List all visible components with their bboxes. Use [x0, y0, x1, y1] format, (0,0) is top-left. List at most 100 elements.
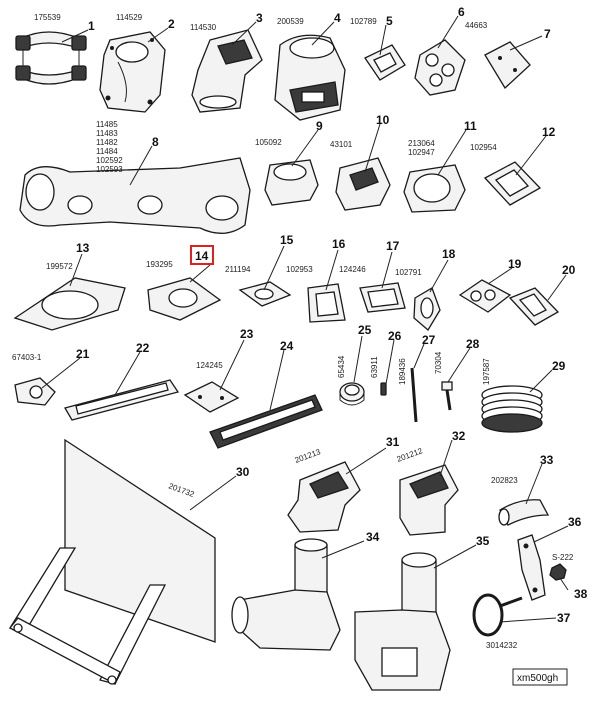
callout-3: 3: [256, 11, 263, 25]
part-number-11-line-1: 213064: [408, 139, 435, 148]
part-27-stud-drawing: [410, 367, 418, 423]
part-22-gasket-drawing: [64, 379, 180, 421]
part-number-36: S-222: [552, 553, 574, 562]
callout-27: 27: [422, 333, 436, 347]
part-3-elbow-drawing: [191, 29, 263, 113]
callout-28: 28: [466, 337, 480, 351]
callout-23: 23: [240, 327, 254, 341]
part-30-shield-drawing: [8, 438, 216, 685]
part-21-flange-drawing: [14, 377, 56, 406]
callout-32: 32: [452, 429, 466, 443]
part-38-nut-drawing: [549, 563, 567, 581]
part-number-15: 211194: [225, 265, 251, 274]
callout-33: 33: [540, 453, 554, 467]
part-number-8-line-4: 11484: [96, 147, 118, 156]
highlight-box-14: [190, 245, 214, 265]
part-number-14: 193295: [146, 260, 173, 269]
part-20-plate-drawing: [508, 287, 560, 326]
part-25-ring-drawing: [339, 382, 365, 406]
part-number-3: 114530: [190, 23, 217, 32]
callout-12: 12: [542, 125, 556, 139]
part-number-4: 200539: [277, 17, 304, 26]
callout-25: 25: [358, 323, 372, 337]
callout-22: 22: [136, 341, 150, 355]
callout-7: 7: [544, 27, 551, 41]
part-36-bracket-drawing: [517, 534, 546, 601]
part-37-handle-drawing: [472, 593, 523, 637]
part-number-28: 70304: [434, 351, 443, 374]
callout-13: 13: [76, 241, 90, 255]
callout-16: 16: [332, 237, 346, 251]
callout-30: 30: [236, 465, 250, 479]
callout-31: 31: [386, 435, 400, 449]
part-number-25: 65434: [337, 355, 346, 378]
part-24-cover-drawing: [209, 394, 323, 449]
part-number-18: 102791: [395, 268, 422, 277]
callout-19: 19: [508, 257, 522, 271]
callout-34: 34: [366, 530, 380, 544]
part-19-plate-drawing: [458, 279, 512, 313]
part-5-gasket-drawing: [364, 44, 406, 81]
part-number-23: 124245: [196, 361, 223, 370]
part-15-gasket-drawing: [238, 281, 292, 307]
callout-14-highlighted: 14: [195, 249, 209, 263]
part-6-plate-drawing: [414, 39, 466, 96]
part-number-8-line-5: 102592: [96, 156, 123, 165]
callout-20: 20: [562, 263, 576, 277]
part-32-elbow-drawing: [399, 464, 459, 536]
part-number-12: 102954: [470, 143, 497, 152]
part-28-bolt-drawing: [441, 381, 453, 411]
part-number-27: 189436: [398, 358, 407, 385]
callout-26: 26: [388, 329, 402, 343]
part-number-21: 67403-1: [12, 353, 42, 362]
callout-37: 37: [557, 611, 571, 625]
part-23-plate-drawing: [183, 381, 240, 413]
part-number-2: 114529: [116, 13, 143, 22]
part-number-5: 102789: [350, 17, 377, 26]
callout-24: 24: [280, 339, 294, 353]
part-number-6: 44663: [465, 21, 488, 30]
callout-5: 5: [386, 14, 393, 28]
part-number-37: 3014232: [486, 641, 518, 650]
part-number-10: 43101: [330, 140, 353, 149]
part-number-8-line-2: 11483: [96, 129, 118, 138]
part-1-clamp-drawing: [15, 31, 87, 85]
part-number-17: 124246: [339, 265, 366, 274]
part-number-32: 201212: [396, 446, 425, 464]
part-14-gasket-drawing: [147, 277, 222, 321]
part-2-elbow-drawing: [99, 31, 166, 113]
callout-17: 17: [386, 239, 400, 253]
part-number-29: 197587: [482, 358, 491, 385]
callout-9: 9: [316, 119, 323, 133]
callout-35: 35: [476, 534, 490, 548]
callout-2: 2: [168, 17, 175, 31]
part-34-outlet-drawing: [231, 538, 341, 651]
part-numbers: 175539 114529 114530 200539 102789 44663…: [12, 13, 574, 650]
part-number-1: 175539: [34, 13, 61, 22]
part-number-31: 201213: [294, 447, 323, 465]
reference-code-box: xm500gh: [512, 668, 568, 686]
part-13-gasket-drawing: [13, 277, 126, 331]
part-number-33: 202823: [491, 476, 518, 485]
part-35-outlet-drawing: [354, 552, 451, 691]
part-12-gasket-drawing: [483, 161, 542, 206]
callout-18: 18: [442, 247, 456, 261]
part-number-9: 105092: [255, 138, 282, 147]
callout-36: 36: [568, 515, 582, 529]
part-17-gasket-drawing: [359, 282, 406, 313]
part-4-housing-drawing: [274, 34, 346, 121]
part-16-gasket-drawing: [307, 283, 346, 323]
part-number-30: 201732: [167, 481, 196, 499]
part-29-bellows-drawing: [481, 385, 543, 433]
part-number-16: 102953: [286, 265, 313, 274]
callout-38: 38: [574, 587, 588, 601]
part-number-8-line-6: 102593: [96, 165, 123, 174]
callout-10: 10: [376, 113, 390, 127]
callout-6: 6: [458, 5, 465, 19]
part-number-26: 63911: [370, 356, 379, 378]
part-number-11-line-2: 102947: [408, 148, 435, 157]
part-18-gasket-drawing: [413, 287, 441, 331]
callout-29: 29: [552, 359, 566, 373]
